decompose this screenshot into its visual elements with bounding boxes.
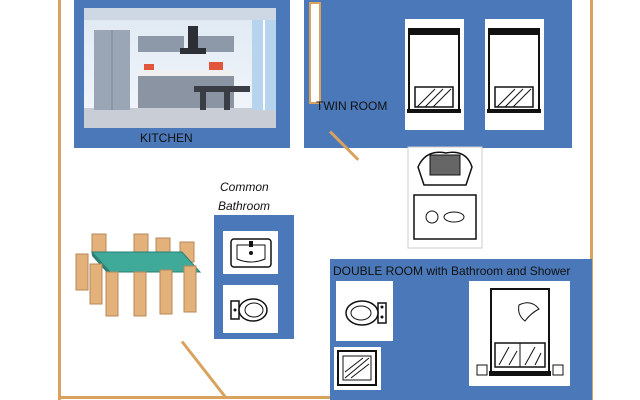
toilet-icon: [223, 285, 278, 333]
common-bathroom-label-line2: Bathroom: [218, 199, 271, 213]
dining-table-icon: [72, 232, 207, 324]
single-bed-icon: [405, 19, 464, 130]
kitchen-label: KITCHEN: [140, 131, 193, 145]
common-bathroom-label-line1: Common: [220, 180, 269, 194]
double-room-label: DOUBLE ROOM with Bathroom and Shower: [333, 264, 571, 278]
small-table-chairs-icon: [406, 145, 484, 250]
toilet-icon: [336, 281, 393, 341]
outer-wall-right: [590, 0, 593, 400]
single-bed-icon: [485, 19, 544, 130]
outer-wall-bottom: [58, 396, 593, 399]
double-bed-icon: [469, 281, 570, 386]
hall-door-line: [180, 340, 228, 400]
door-icon: [309, 2, 321, 104]
twin-room-label: TWIN ROOM: [316, 99, 388, 113]
kitchen-illustration: [84, 8, 276, 128]
sink-icon: [223, 231, 278, 274]
shower-tray-icon: [334, 347, 381, 390]
outer-wall-left: [58, 0, 61, 400]
